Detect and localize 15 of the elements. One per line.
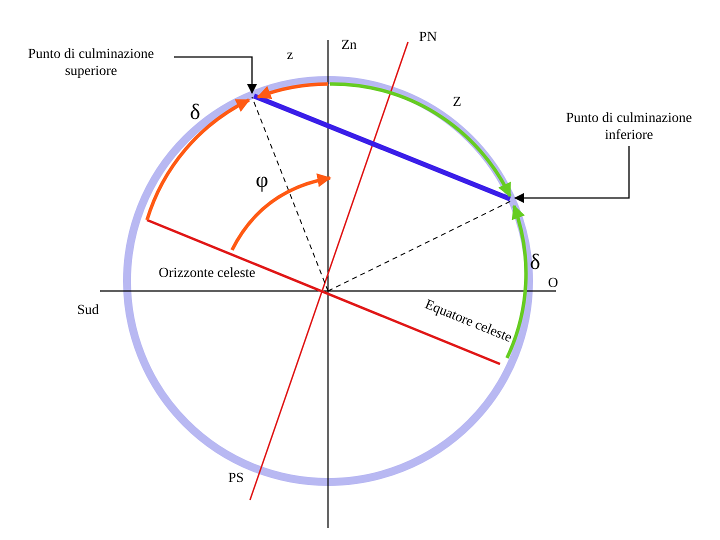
angle-label: δ <box>530 250 540 274</box>
pole-label: PS <box>228 471 244 487</box>
angle-label: φ <box>256 168 268 192</box>
line-label: Orizzonte celeste <box>158 266 256 282</box>
direction-label: Sud <box>77 303 99 319</box>
leader-line <box>514 146 630 203</box>
direction-label: O <box>548 276 558 292</box>
angle-label: δ <box>190 100 200 124</box>
callout-text: Punto di culminazione superiore <box>10 46 172 80</box>
zenith-label: Zn <box>341 38 357 54</box>
leader-line <box>174 56 257 94</box>
arc-label: Z <box>452 95 462 111</box>
callout-text: Punto di culminazione inferiore <box>548 110 710 144</box>
arc-label: z <box>286 48 294 64</box>
pole-label: PN <box>419 30 437 46</box>
